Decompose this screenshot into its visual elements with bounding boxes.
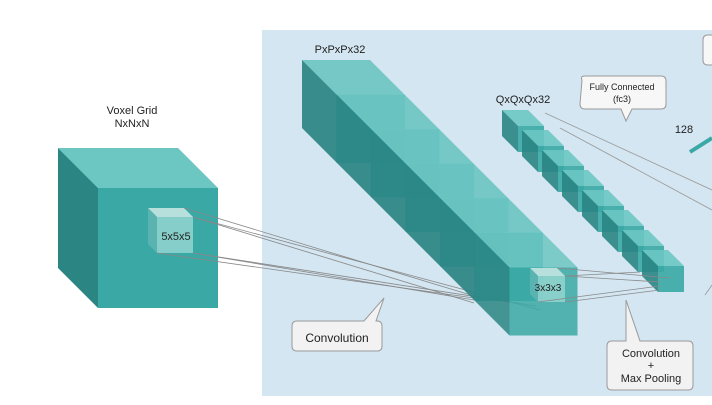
- kernel-3x3x3-label: 3x3x3: [535, 283, 562, 294]
- fc-callout: Fully Connected (fc3): [579, 75, 667, 123]
- fc-units-label: 128: [675, 124, 693, 136]
- feature-map-stack-1: [302, 60, 578, 336]
- voxel-grid-title: Voxel Grid: [107, 105, 158, 117]
- voxel-grid-size: NxNxN: [115, 118, 150, 130]
- fc-callout-line2: (fc3): [613, 94, 631, 104]
- fc3-layer-bar: [688, 136, 712, 154]
- fc-projection-lines: [544, 112, 712, 296]
- stack1-size-label: PxPxPx32: [315, 44, 366, 56]
- offscreen-callout-edge: [702, 34, 712, 66]
- fc-callout-line1: Fully Connected: [589, 82, 654, 92]
- stack2-size-label: QxQxQx32: [496, 94, 550, 106]
- convolution-callout: Convolution: [291, 297, 385, 352]
- voxel-grid-cube: [58, 148, 218, 308]
- kernel-3x3x3-cube: [530, 268, 565, 302]
- conv-maxpool-callout: Convolution + Max Pooling: [606, 299, 694, 391]
- conv-maxpool-line3: Max Pooling: [621, 373, 682, 385]
- kernel-5x5x5-cube: [148, 208, 193, 253]
- convolution-callout-text: Convolution: [305, 331, 368, 345]
- kernel-5x5x5-label: 5x5x5: [161, 231, 190, 243]
- projection-lines-2: [537, 267, 671, 303]
- conv-maxpool-line1: Convolution: [622, 348, 680, 360]
- conv-maxpool-line2: +: [648, 360, 654, 372]
